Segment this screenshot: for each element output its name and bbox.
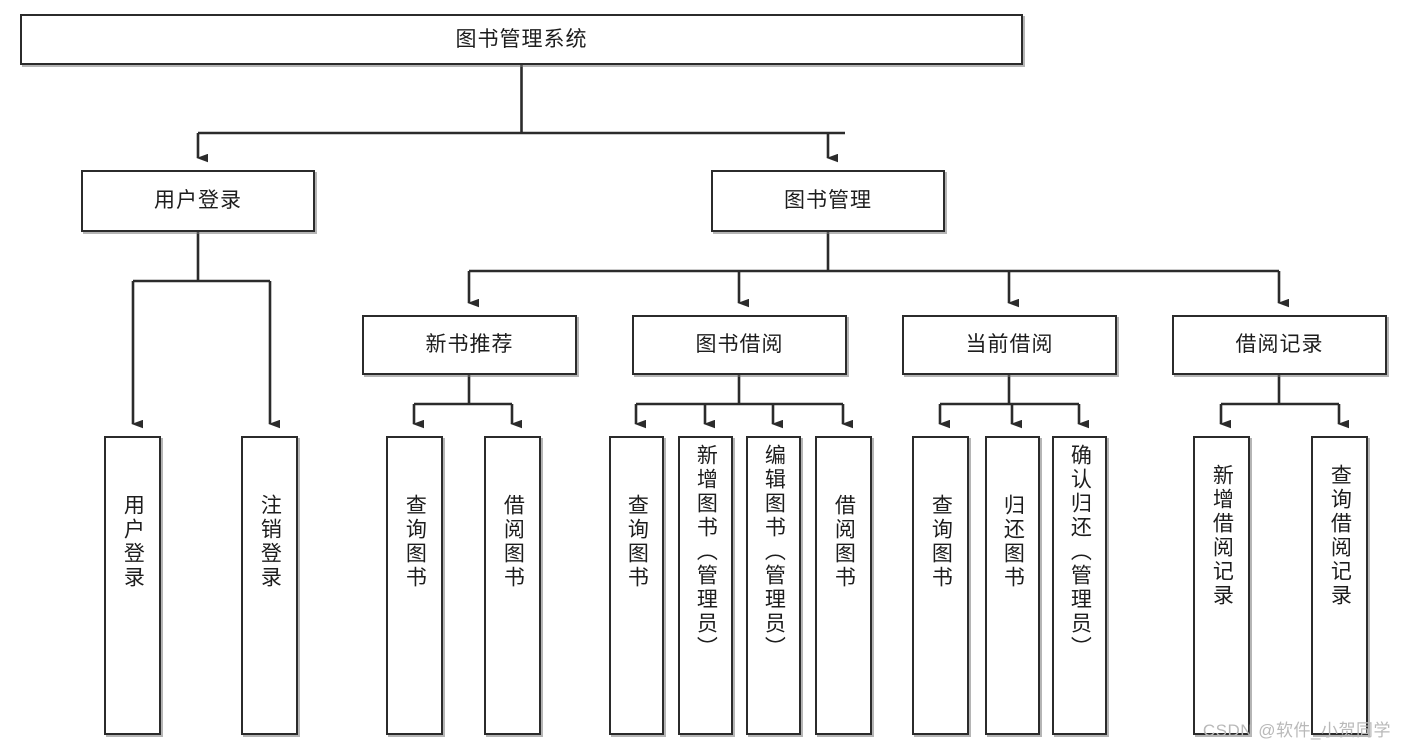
- node-new-book-rec[interactable]: 新书推荐: [362, 315, 577, 375]
- leaf-user-logout-label: 注销登录: [258, 494, 282, 590]
- node-book-manage-label: 图书管理: [784, 189, 872, 213]
- node-root[interactable]: 图书管理系统: [20, 14, 1023, 65]
- leaf-query-book-2[interactable]: 查询图书: [609, 436, 664, 735]
- leaf-query-record-label: 查询借阅记录: [1328, 464, 1352, 608]
- leaf-user-login[interactable]: 用户登录: [104, 436, 161, 735]
- node-book-borrow[interactable]: 图书借阅: [632, 315, 847, 375]
- leaf-query-book-3[interactable]: 查询图书: [912, 436, 969, 735]
- leaf-add-record[interactable]: 新增借阅记录: [1193, 436, 1250, 735]
- leaf-query-book-3-label: 查询图书: [929, 494, 953, 590]
- leaf-user-login-label: 用户登录: [121, 494, 145, 590]
- leaf-add-book[interactable]: 新增图书（管理员）: [678, 436, 733, 735]
- node-current-borrow[interactable]: 当前借阅: [902, 315, 1117, 375]
- leaf-add-record-label: 新增借阅记录: [1210, 464, 1234, 608]
- node-current-borrow-label: 当前借阅: [965, 333, 1054, 357]
- leaf-user-logout[interactable]: 注销登录: [241, 436, 298, 735]
- leaf-edit-book-label: 编辑图书（管理员）: [762, 444, 786, 660]
- leaf-return-book[interactable]: 归还图书: [985, 436, 1040, 735]
- node-user-login[interactable]: 用户登录: [81, 170, 315, 232]
- node-book-borrow-label: 图书借阅: [695, 333, 784, 357]
- leaf-borrow-book-2[interactable]: 借阅图书: [815, 436, 872, 735]
- leaf-edit-book[interactable]: 编辑图书（管理员）: [746, 436, 801, 735]
- leaf-query-record[interactable]: 查询借阅记录: [1311, 436, 1368, 735]
- leaf-borrow-book-2-label: 借阅图书: [832, 494, 856, 590]
- leaf-confirm-return[interactable]: 确认归还（管理员）: [1052, 436, 1107, 735]
- leaf-query-book-2-label: 查询图书: [625, 494, 649, 590]
- node-new-book-rec-label: 新书推荐: [425, 333, 514, 357]
- node-borrow-record-label: 借阅记录: [1235, 333, 1324, 357]
- node-borrow-record[interactable]: 借阅记录: [1172, 315, 1387, 375]
- leaf-add-book-label: 新增图书（管理员）: [694, 444, 718, 660]
- watermark: CSDN @软件_小贺同学: [1202, 721, 1391, 740]
- node-book-manage[interactable]: 图书管理: [711, 170, 945, 232]
- node-user-login-label: 用户登录: [154, 189, 242, 213]
- leaf-borrow-book-1[interactable]: 借阅图书: [484, 436, 541, 735]
- node-root-label: 图书管理系统: [455, 27, 588, 51]
- leaf-return-book-label: 归还图书: [1001, 494, 1025, 590]
- leaf-query-book-1[interactable]: 查询图书: [386, 436, 443, 735]
- leaf-borrow-book-1-label: 借阅图书: [501, 494, 525, 590]
- leaf-confirm-return-label: 确认归还（管理员）: [1068, 444, 1092, 660]
- leaf-query-book-1-label: 查询图书: [403, 494, 427, 590]
